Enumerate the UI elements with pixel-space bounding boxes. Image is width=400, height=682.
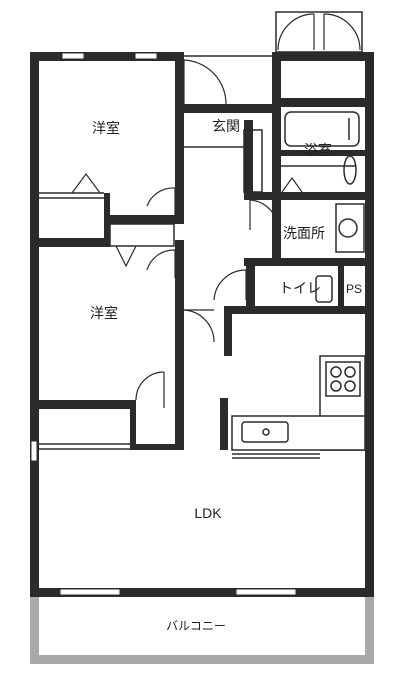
entrance-label: 玄関 bbox=[212, 118, 240, 134]
western-room-2: 洋室 bbox=[30, 223, 184, 450]
western-room-1: 洋室 bbox=[30, 52, 184, 247]
bathroom: 浴室 bbox=[272, 52, 374, 262]
pipe-space-label: PS bbox=[346, 282, 362, 296]
kitchen bbox=[220, 355, 366, 459]
hall-ldk-door bbox=[183, 306, 232, 356]
entrance: 玄関 bbox=[183, 59, 274, 200]
toilet: トイレ PS bbox=[213, 266, 374, 314]
washroom-label: 洗面所 bbox=[283, 225, 325, 241]
western-room-1-label: 洋室 bbox=[92, 120, 120, 136]
western-room-2-label: 洋室 bbox=[90, 305, 118, 321]
windows bbox=[30, 52, 297, 596]
outer-walls bbox=[30, 52, 374, 597]
balcony: バルコニー bbox=[30, 593, 374, 664]
exterior-storage-doors bbox=[275, 11, 363, 53]
bathroom-label: 浴室 bbox=[304, 142, 332, 158]
balcony-label: バルコニー bbox=[166, 619, 226, 633]
toilet-label: トイレ bbox=[279, 280, 321, 296]
ldk-label: LDK bbox=[194, 505, 222, 521]
washroom: 洗面所 bbox=[244, 176, 372, 266]
